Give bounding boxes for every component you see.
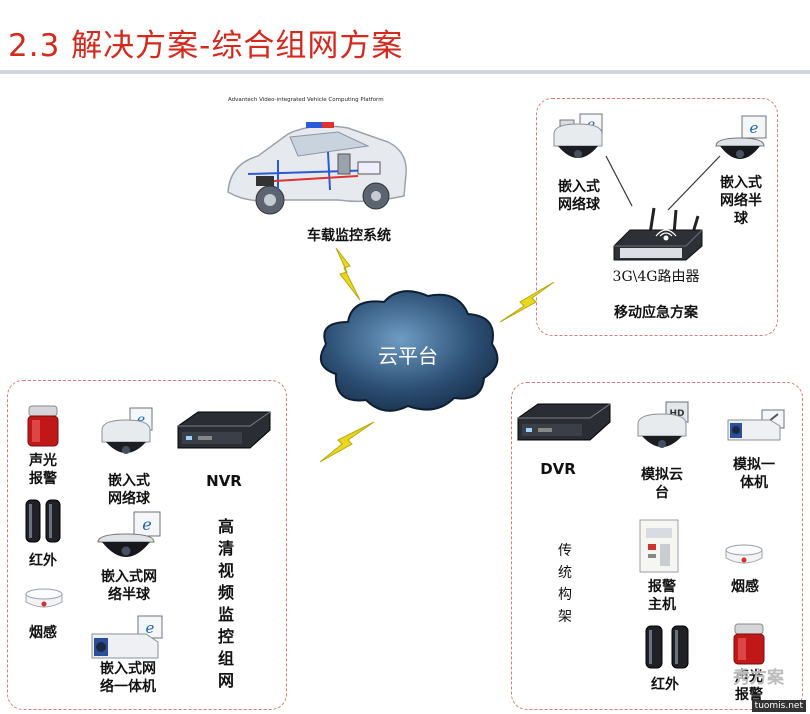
svg-text:e: e — [137, 412, 145, 428]
vehicle-platform-caption: Advantech Video-integrated Vehicle Compu… — [228, 97, 384, 103]
traditional-infrared-icon — [644, 624, 692, 670]
mobile-section-box — [536, 98, 778, 336]
traditional-smoke-detector-icon — [722, 540, 766, 570]
alarm-host-icon — [636, 518, 682, 574]
hd-siren-label: 声光 报警 — [29, 453, 57, 487]
lightning-bolt-mobile-icon — [498, 280, 556, 324]
vehicle-label: 车载监控系统 — [307, 228, 391, 244]
site-tag: tuomis.net — [751, 700, 806, 712]
watermark: 秀方案 — [733, 668, 784, 688]
mobile-half-dome-icon: e — [712, 114, 770, 166]
mobile-section-label: 移动应急方案 — [614, 305, 698, 321]
analog-box-camera-icon — [726, 408, 788, 442]
hd-infrared-icon — [24, 498, 62, 544]
traditional-smoke-label: 烟感 — [731, 579, 759, 595]
svg-text:e: e — [750, 119, 759, 137]
dvr-label: DVR — [540, 460, 576, 478]
page-title: 2.3 解决方案-综合组网方案 — [8, 28, 404, 64]
traditional-section-label: 传统构架 — [558, 543, 572, 625]
vehicle-illustration — [218, 104, 413, 222]
analog-dome-camera-icon: HD — [634, 400, 692, 458]
analog-box-camera-label: 模拟一 体机 — [733, 457, 775, 491]
hd-infrared-label: 红外 — [29, 553, 57, 569]
analog-dome-label: 模拟云 台 — [641, 467, 683, 501]
mobile-connection-lines — [596, 154, 726, 214]
traditional-siren-label: 声光 报警 — [735, 669, 763, 703]
cloud-label: 云平台 — [378, 344, 438, 368]
traditional-section-box — [511, 382, 803, 710]
hd-section-label: 高清视频监控组网 — [217, 517, 234, 690]
mobile-half-dome-label: 嵌入式 网络半 球 — [720, 175, 762, 227]
traditional-siren-icon — [732, 622, 766, 666]
hd-smoke-detector-icon — [22, 584, 66, 614]
hd-box-camera-label: 嵌入式网 络一体机 — [100, 661, 156, 695]
dvr-icon — [516, 400, 612, 444]
mobile-dome-camera-icon: e — [550, 112, 606, 168]
hd-dome-camera-icon: e — [98, 406, 156, 464]
mobile-dome-label: 嵌入式 网络球 — [558, 179, 600, 213]
alarm-host-label: 报警 主机 — [648, 579, 676, 613]
svg-text:e: e — [142, 515, 151, 534]
cloud-icon — [308, 282, 508, 422]
hd-box-camera-icon: e — [90, 614, 166, 660]
title-divider — [0, 70, 810, 74]
hd-smoke-label: 烟感 — [29, 625, 57, 641]
svg-text:e: e — [146, 619, 155, 637]
router-label: 3G\4G路由器 — [612, 269, 700, 285]
traditional-infrared-label: 红外 — [651, 677, 679, 693]
lightning-bolt-hd-icon — [318, 420, 376, 464]
hd-half-dome-icon: e — [96, 510, 166, 566]
nvr-label: NVR — [206, 472, 242, 490]
router-icon — [610, 206, 706, 266]
lightning-bolt-vehicle-icon — [330, 246, 364, 302]
hd-half-dome-label: 嵌入式网 络半球 — [101, 569, 157, 603]
hd-section-box — [7, 380, 287, 710]
hd-dome-label: 嵌入式 网络球 — [108, 473, 150, 507]
svg-text:HD: HD — [669, 409, 684, 419]
hd-siren-icon — [26, 404, 60, 448]
nvr-icon — [176, 408, 272, 452]
